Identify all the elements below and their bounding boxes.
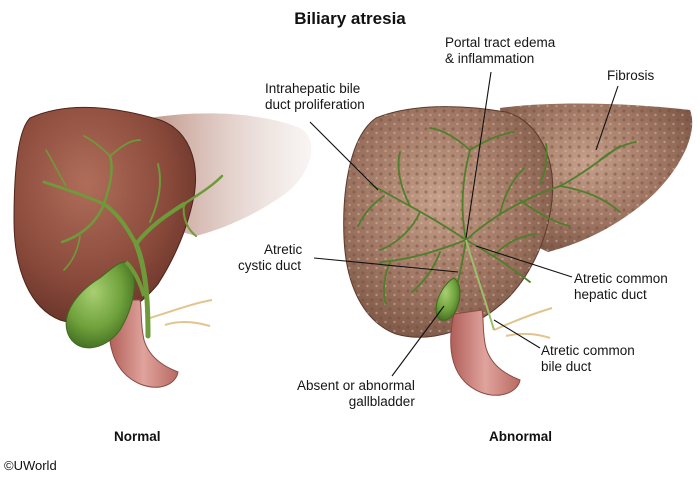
caption-normal: Normal (114, 429, 161, 444)
callout-bile-line (493, 319, 541, 349)
label-gallbladder-line2: gallbladder (348, 394, 415, 409)
callout-gallbladder-line (391, 305, 445, 377)
label-gallbladder: Absent or abnormal gallbladder (297, 378, 415, 410)
abnormal-gallbladder (435, 277, 461, 321)
abnormal-liver (343, 103, 693, 396)
label-portal-line1: Portal tract edema (445, 35, 556, 50)
normal-pancreatic-duct (149, 299, 213, 327)
label-intrahepatic: Intrahepatic bile duct proliferation (265, 81, 365, 113)
callout-hepatic-line (475, 245, 573, 278)
caption-abnormal: Abnormal (489, 429, 553, 444)
normal-gallbladder (65, 261, 135, 349)
normal-liver (13, 106, 312, 388)
normal-bile-ducts (42, 135, 224, 339)
figure-title: Biliary atresia (294, 9, 406, 28)
label-portal-tract: Portal tract edema & inflammation (445, 35, 555, 67)
abnormal-duodenum (450, 309, 521, 396)
abnormal-common-duct (465, 239, 495, 331)
callout-portal-line (465, 71, 492, 239)
label-portal-line2: & inflammation (445, 51, 535, 66)
label-cystic-line2: cystic duct (238, 258, 302, 273)
normal-cystic-duct (124, 260, 146, 297)
abnormal-bile-ducts (357, 127, 637, 305)
label-gallbladder-line1: Absent or abnormal (297, 378, 415, 393)
copyright-credit: ©UWorld (4, 458, 57, 473)
callout-fibrosis-line (595, 85, 619, 151)
label-intrahepatic-line1: Intrahepatic bile (265, 81, 361, 96)
normal-liver-right-lobe (13, 106, 196, 324)
label-cystic-duct: Atretic cystic duct (238, 242, 302, 274)
callout-lines (309, 71, 619, 377)
callout-intrahepatic-line (309, 121, 379, 191)
normal-duodenum (108, 299, 179, 388)
label-cystic-line1: Atretic (264, 242, 303, 257)
label-bile-duct: Atretic common bile duct (541, 343, 635, 375)
label-fibrosis: Fibrosis (607, 68, 655, 83)
label-bile-line1: Atretic common (541, 343, 635, 358)
label-bile-line2: bile duct (541, 359, 592, 374)
abnormal-pancreatic-duct (493, 307, 553, 339)
label-hepatic-duct: Atretic common hepatic duct (574, 271, 668, 303)
label-hepatic-line1: Atretic common (574, 271, 668, 286)
label-intrahepatic-line2: duct proliferation (265, 97, 365, 112)
callout-cystic-line (313, 257, 459, 273)
label-hepatic-line2: hepatic duct (574, 287, 647, 302)
